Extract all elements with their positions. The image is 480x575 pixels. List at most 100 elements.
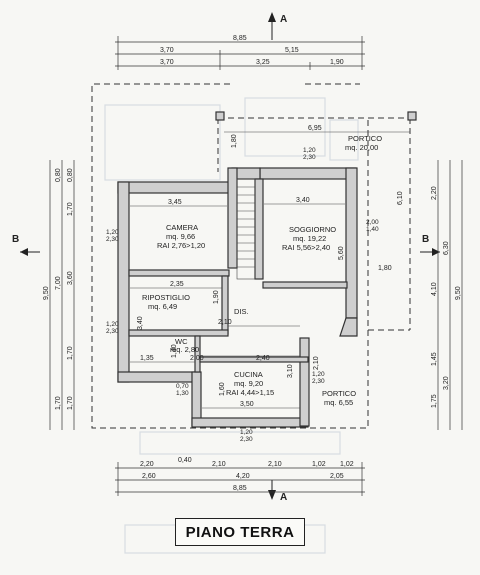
right-dimensions: 2,20 4,10 1,45 1,75 6,30 3,20 9,50: [431, 160, 463, 430]
wall-camera-rip: [128, 269, 230, 277]
staircase: [236, 178, 256, 280]
section-line-a: A A: [268, 12, 287, 503]
dim-bottom-i: 2,05: [330, 473, 344, 480]
dim-right-a2: 4,10: [431, 282, 438, 296]
room-cucina-area: mq. 9,20: [234, 379, 263, 388]
wall-left: [117, 181, 130, 383]
dim-bottom-total: 8,85: [233, 485, 247, 492]
room-wc-name: WC: [175, 337, 188, 346]
room-camera-area: mq. 9,66: [166, 232, 195, 241]
dim-bottom-c: 2,10: [212, 461, 226, 468]
dim-left-a4: 1,70: [67, 346, 74, 360]
plan-title: PIANO TERRA: [175, 518, 305, 546]
wall-bottom-left: [117, 371, 197, 383]
room-portico-bottom-area: mq. 6,55: [324, 398, 353, 407]
ghost-room-1: [104, 104, 221, 181]
dim-cucina-height: 3,10: [287, 364, 294, 378]
wall-right: [345, 167, 358, 319]
section-label-bottom: A: [280, 492, 287, 503]
wall-sogg-bottom: [262, 281, 348, 289]
dim-wc-width: 2,00: [190, 355, 204, 362]
wall-cucina-right: [299, 337, 310, 427]
wall-top-left: [117, 181, 237, 194]
wall-cucina-top: [199, 356, 309, 363]
dim-bottom-g: 2,60: [142, 473, 156, 480]
dim-cucina-side: 1,60: [219, 382, 226, 396]
dim-rip-width: 2,35: [170, 281, 184, 288]
dim-bottom-e: 1,02: [312, 461, 326, 468]
room-soggiorno-rai: RAI 5,56>2,40: [282, 243, 330, 252]
roof-outline: [91, 83, 411, 429]
roof-outline-left: [91, 83, 369, 429]
room-camera-rai: RAI 2,76>1,20: [157, 241, 205, 250]
dim-top-d: 3,25: [256, 59, 270, 66]
dim-left-total: 9,50: [43, 286, 50, 300]
dim-top-c: 3,70: [160, 59, 174, 66]
room-dis-name: DIS.: [234, 307, 249, 316]
ghost-room-2: [244, 97, 326, 157]
window-labels: 1,20 2,30 1,20 2,30 1,20 2,30 2,00 1,40 …: [106, 147, 379, 443]
dim-left-b1: 0,80: [55, 168, 62, 182]
dim-bottom-d: 2,10: [268, 461, 282, 468]
dim-right-a1: 2,20: [431, 186, 438, 200]
wall-rip-wc: [128, 329, 229, 337]
top-dimensions: 8,85 3,70 5,15 3,70 3,25 1,90: [115, 35, 365, 70]
pillar-top-left: [215, 111, 225, 121]
section-label-top: A: [280, 14, 287, 25]
section-line-b: B B: [12, 234, 440, 256]
dim-right-b2: 3,20: [443, 376, 450, 390]
ghost-room-4: [139, 431, 341, 455]
wall-bottom: [191, 417, 309, 428]
bottom-dimensions: 2,20 0,40 2,10 2,10 1,02 1,02 2,60 4,20 …: [115, 457, 365, 496]
dim-left-b2: 7,00: [55, 276, 62, 290]
wall-stair-right: [254, 178, 264, 280]
room-soggiorno-name: SOGGIORNO: [289, 225, 336, 234]
dim-bottom-a: 2,20: [140, 461, 154, 468]
dim-hall-width: 2,40: [256, 355, 270, 362]
dim-top-e: 1,90: [330, 59, 344, 66]
dim-right-total: 9,50: [455, 286, 462, 300]
interior-dimensions: 3,45 3,40 6,95 6,10 1,80 1,80 5,60 2,35 …: [130, 125, 410, 409]
room-soggiorno-area: mq. 19,22: [293, 234, 326, 243]
room-wc-area: mq. 2,80: [170, 345, 199, 354]
room-portico-top-name: PORTICO: [348, 134, 382, 143]
left-dimensions: 9,50 0,80 7,00 1,70 0,80 1,70 3,60 1,70 …: [43, 160, 75, 430]
wall-right-corner: [339, 317, 358, 337]
dim-wc-height: 1,40: [171, 344, 178, 358]
room-ripostiglio-name: RIPOSTIGLIO: [142, 293, 190, 302]
walls: [117, 111, 417, 428]
dim-bottom-h: 4,20: [236, 473, 250, 480]
window-label-w4-a: 2,00: [366, 219, 379, 226]
dim-bottom-b: 0,40: [178, 457, 192, 464]
dim-bottom-f: 1,02: [340, 461, 354, 468]
room-portico-bottom-name: PORTICO: [322, 389, 356, 398]
dim-sogg-width: 3,40: [296, 197, 310, 204]
room-labels: CAMERA mq. 9,66 RAI 2,76>1,20 SOGGIORNO …: [142, 134, 382, 407]
window-label-w5-b: 2,30: [312, 378, 325, 385]
wall-stair-left: [227, 167, 238, 269]
window-label-w7-b: 1,30: [176, 390, 189, 397]
window-label-w6-b: 2,30: [240, 436, 253, 443]
room-cucina-rai: RAI 4,44>1,15: [226, 388, 274, 397]
dim-rip-height: 3,40: [137, 316, 144, 330]
dim-portico-width: 6,95: [308, 125, 322, 132]
dim-portico-side: 2,10: [313, 356, 320, 370]
room-ripostiglio-area: mq. 6,49: [148, 302, 177, 311]
dim-left-a5: 1,70: [67, 396, 74, 410]
dim-left-a1: 0,80: [67, 168, 74, 182]
dim-right-b1: 6,30: [443, 241, 450, 255]
dim-dis-width: 2,10: [218, 319, 232, 326]
window-label-w1-a: 1,20: [106, 229, 119, 236]
side-label-right: B: [422, 234, 429, 245]
dim-camera-width: 3,45: [168, 199, 182, 206]
dim-top-a: 3,70: [160, 47, 174, 54]
window-label-w3-a: 1,20: [303, 147, 316, 154]
dim-left-b3: 1,70: [55, 396, 62, 410]
dim-left-a3: 3,60: [67, 271, 74, 285]
window-label-w7-a: 0,70: [176, 383, 189, 390]
dim-sogg-height: 5,60: [338, 246, 345, 260]
wall-top-right: [259, 167, 357, 180]
window-label-w5-a: 1,20: [312, 371, 325, 378]
dim-portico-depth: 6,10: [397, 191, 404, 205]
